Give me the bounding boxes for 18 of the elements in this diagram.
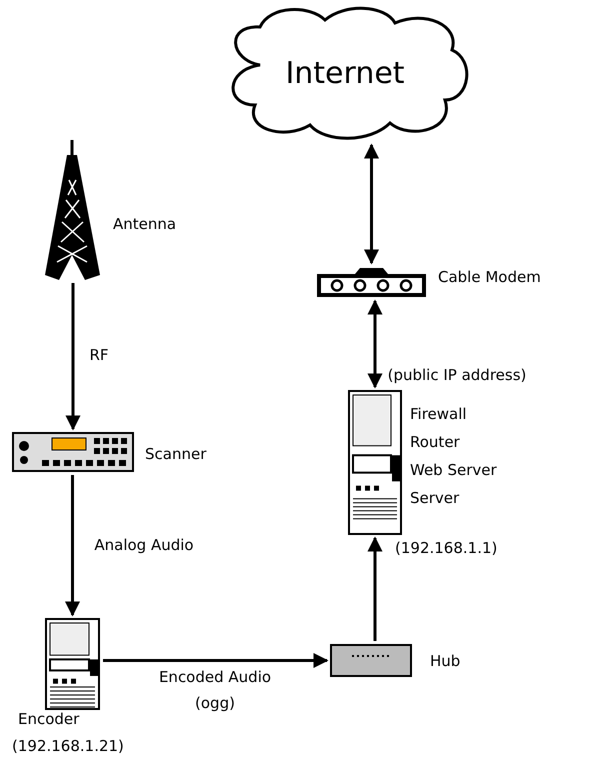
node-label: Internet (285, 56, 405, 91)
device-label: Antenna (113, 215, 176, 233)
arrow (368, 300, 382, 388)
device-label: Router (410, 433, 460, 451)
arrow (66, 283, 80, 430)
device-label: Hub (430, 652, 460, 670)
device-label: Scanner (145, 445, 206, 463)
device-label: Firewall (410, 405, 467, 423)
arrow (65, 475, 80, 616)
device-label: Server (410, 489, 460, 507)
device-label: Encoder (18, 710, 80, 728)
device-label: Web Server (410, 461, 497, 479)
arrow (368, 536, 382, 641)
device-label: Cable Modem (438, 268, 541, 286)
device-label: (192.168.1.1) (395, 539, 498, 557)
arrow (364, 144, 379, 264)
arrow (103, 653, 328, 668)
device-label: (192.168.1.21) (12, 737, 124, 755)
